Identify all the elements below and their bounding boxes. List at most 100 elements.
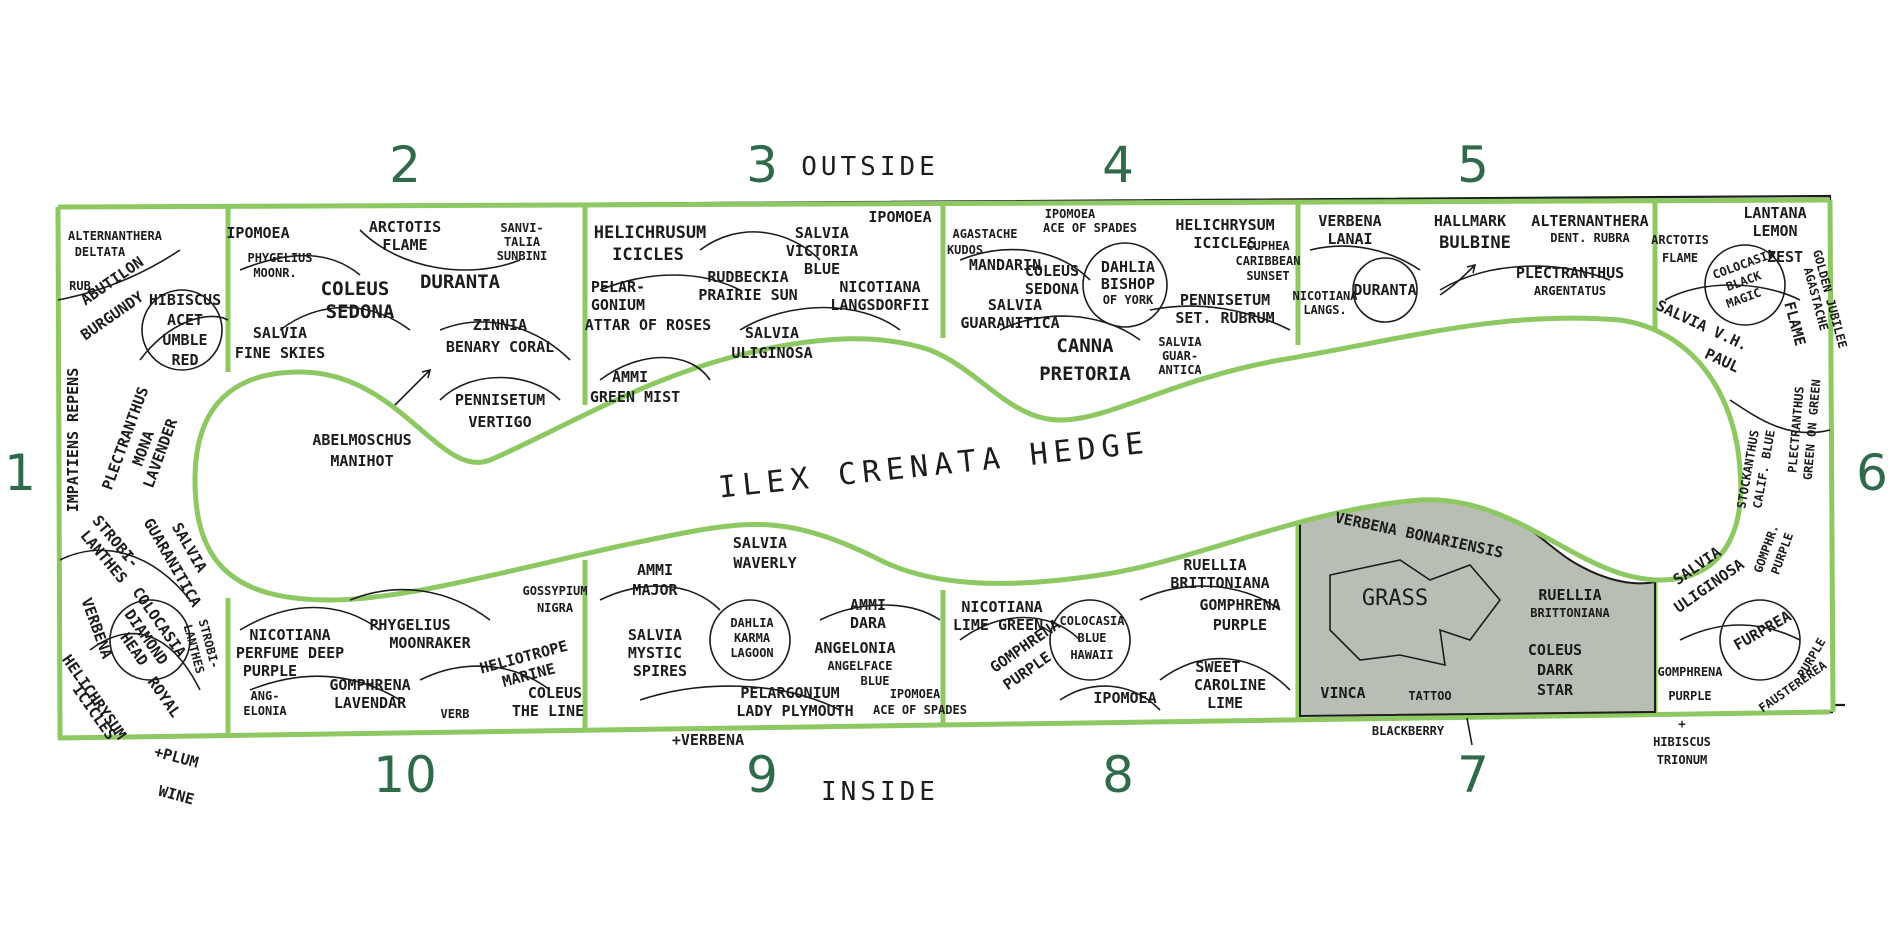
plant-label: ULIGINOSA — [731, 344, 812, 362]
plant-label: COLEUS — [1025, 262, 1079, 280]
plant-label: SPIRES — [633, 662, 687, 680]
plant-label: ELONIA — [243, 704, 287, 718]
plant-label: MANIHOT — [330, 452, 393, 470]
plant-label: BRITTONIANA — [1170, 574, 1269, 592]
plant-label: RED — [171, 351, 198, 369]
plant-label: SALVIA — [795, 224, 849, 242]
plant-label: HALLMARK — [1434, 212, 1506, 230]
plant-label: IPOMOEA — [226, 224, 289, 242]
plant-label: AMMI — [612, 368, 648, 386]
plant-label: PURPLE — [1668, 689, 1711, 703]
plant-label: BENARY CORAL — [446, 338, 554, 356]
plant-label: GOMPHRENA — [1657, 665, 1723, 679]
plant-label: COLOCASIA — [1059, 614, 1125, 628]
plant-label: BLUE — [861, 674, 890, 688]
zone-number-5: 5 — [1457, 136, 1489, 194]
plant-label: GONIUM — [591, 296, 645, 314]
zone-number-3: 3 — [746, 136, 778, 194]
plant-label: MOONR. — [253, 266, 296, 280]
plant-label: PERFUME DEEP — [236, 644, 344, 662]
plant-label: ANG- — [251, 689, 280, 703]
plant-label: KARMA — [734, 631, 771, 645]
zone-5-plants: VERBENA LANAI HALLMARK BULBINE ALTERNANT… — [1292, 212, 1648, 317]
plant-label: SALVIA — [253, 324, 307, 342]
plant-label: ROYAL — [144, 673, 185, 720]
plant-label: PELARGONIUM — [740, 684, 839, 702]
plant-label: DENT. RUBRA — [1550, 231, 1630, 245]
plant-label: ABELMOSCHUS — [312, 431, 411, 449]
plant-label: ACE OF SPADES — [1043, 221, 1137, 235]
plant-label: LANGSDORFII — [830, 296, 929, 314]
plant-label: PURPLE — [243, 662, 297, 680]
plant-label: RUELLIA — [1538, 586, 1601, 604]
zone-dividers — [55, 197, 1836, 741]
plant-label: NICOTIANA — [961, 598, 1042, 616]
plant-label: GOMPHRENA — [329, 676, 410, 694]
plant-label: LAVENDAR — [334, 694, 407, 712]
plant-label: FINE SKIES — [235, 344, 325, 362]
plant-label: ALTERNANTHERA — [68, 229, 163, 243]
arrow-icon — [1439, 263, 1477, 296]
plant-label: BLUE — [804, 260, 840, 278]
hedge-shape — [192, 315, 1744, 603]
plant-label: FLAME — [1780, 300, 1809, 348]
plant-label: SALVIA — [988, 296, 1042, 314]
plant-label: BLUE — [1078, 631, 1107, 645]
zone-number-6: 6 — [1856, 444, 1888, 502]
plant-label: PELAR- — [591, 278, 645, 296]
plant-label: FURPREA — [1731, 607, 1795, 654]
plant-label: DURANTA — [420, 271, 501, 293]
plant-label: NICOTIANA — [1292, 289, 1358, 303]
plant-label: HIBISCUS — [149, 291, 221, 309]
plant-label: ARCTOTIS — [1651, 233, 1709, 247]
plant-label: BISHOP — [1101, 275, 1155, 293]
zone-9-plants: SALVIA WAVERLY AMMI MAJOR AMMI DARA DAHL… — [628, 534, 967, 749]
plant-label: VERBENA — [1318, 212, 1381, 230]
plant-label: PHYGELIUS — [369, 616, 450, 634]
plant-label: AGASTACHE — [952, 227, 1017, 241]
plant-label: DURANTA — [1353, 281, 1416, 299]
plant-label: SALVIA — [745, 324, 799, 342]
plant-label: IMPATIENS REPENS — [64, 368, 82, 513]
plant-label: MANDARIN — [969, 256, 1041, 274]
plant-label: + — [1678, 717, 1685, 731]
plant-label: FAUSTEREREA — [1756, 658, 1830, 715]
plant-label: SALVIA — [628, 626, 682, 644]
plant-label: CANNA — [1056, 335, 1114, 357]
plant-label: VERTIGO — [468, 413, 531, 431]
plant-label: AMMI — [637, 561, 673, 579]
plant-label: CAROLINE — [1194, 676, 1266, 694]
plant-label: THE LINE — [512, 702, 584, 720]
plant-label: BRITTONIANA — [1530, 606, 1610, 620]
plant-label: MOONRAKER — [389, 634, 471, 652]
plant-label: DAHLIA — [1101, 258, 1155, 276]
plant-label: GOSSYPIUM — [522, 584, 587, 598]
plant-label: SALVIA — [1158, 335, 1202, 349]
inside-label: INSIDE — [821, 777, 939, 807]
plant-label: +PLUM — [152, 743, 200, 772]
zone-3-plants: HELICHRUSUM ICICLES SALVIA VICTORIA BLUE… — [585, 208, 932, 406]
plant-label: BLACKBERRY — [1372, 724, 1445, 738]
plant-label: ARGENTATUS — [1534, 284, 1606, 298]
plant-label: FLAME — [1662, 251, 1698, 265]
arrow-icon — [394, 368, 432, 406]
grass-tuft-line — [1329, 559, 1502, 667]
plant-label: ZEST — [1767, 248, 1803, 266]
plant-label: AMMI — [850, 596, 886, 614]
plant-label: DELTATA — [75, 245, 126, 259]
arrow-icon — [1466, 717, 1473, 746]
plant-label: PRAIRIE SUN — [698, 286, 797, 304]
plant-label: CARIBBEAN — [1235, 254, 1300, 268]
plant-label: COLEUS — [1528, 641, 1582, 659]
zone-10-plants: NICOTIANA PERFUME DEEP PURPLE PHYGELIUS … — [152, 584, 587, 809]
plant-label: GUARANITICA — [960, 314, 1059, 332]
zone-number-4: 4 — [1102, 136, 1134, 194]
plant-label: HAWAII — [1070, 648, 1113, 662]
plant-label: NICOTIANA — [839, 278, 920, 296]
plant-label: IPOMOEA — [868, 208, 931, 226]
plant-label: SEDONA — [1025, 280, 1079, 298]
plant-label: PURPLE — [1213, 616, 1267, 634]
plant-label: PHYGELIUS — [247, 251, 312, 265]
plant-label: CUPHEA — [1246, 239, 1290, 253]
